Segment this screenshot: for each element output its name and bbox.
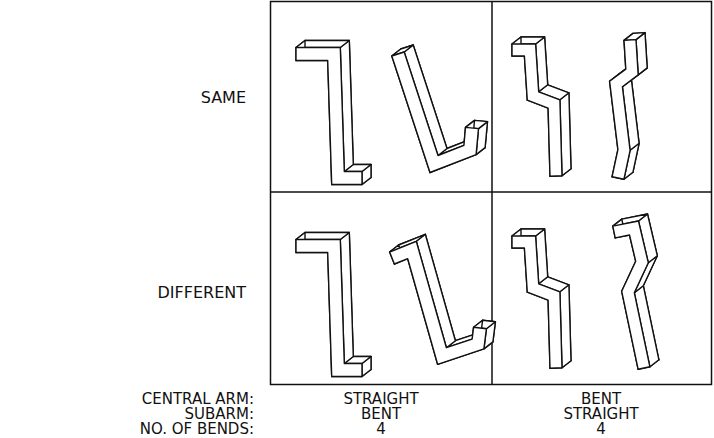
block-face bbox=[512, 44, 562, 176]
axis-label: NO. OF BENDS: bbox=[140, 422, 254, 437]
block-face bbox=[613, 221, 650, 369]
axis-label: CENTRAL ARM: bbox=[142, 392, 254, 407]
block-figure bbox=[613, 214, 659, 369]
block-figure bbox=[512, 229, 571, 368]
block-face bbox=[392, 52, 479, 173]
axis-value: BENT bbox=[581, 392, 621, 407]
grid-line bbox=[271, 191, 712, 193]
block-face bbox=[390, 241, 487, 364]
block-face bbox=[610, 40, 639, 180]
axis-value: STRAIGHT bbox=[563, 407, 638, 422]
row-label: DIFFERENT bbox=[157, 285, 246, 301]
axis-value: BENT bbox=[361, 407, 401, 422]
row-label: SAME bbox=[201, 90, 246, 106]
block-face bbox=[296, 240, 362, 377]
axis-label: SUBARM: bbox=[185, 407, 254, 422]
axis-value: STRAIGHT bbox=[343, 392, 418, 407]
block-figure bbox=[296, 233, 371, 377]
block-figures bbox=[296, 33, 659, 377]
block-figure bbox=[392, 45, 488, 173]
axis-value: 4 bbox=[596, 422, 606, 437]
block-face bbox=[296, 48, 362, 185]
block-face bbox=[512, 236, 562, 368]
block-figure bbox=[610, 33, 648, 180]
block-figure bbox=[390, 234, 496, 364]
block-figure bbox=[296, 41, 371, 185]
grid-border bbox=[271, 2, 712, 385]
axis-value: 4 bbox=[376, 422, 386, 437]
block-figure bbox=[512, 37, 571, 176]
